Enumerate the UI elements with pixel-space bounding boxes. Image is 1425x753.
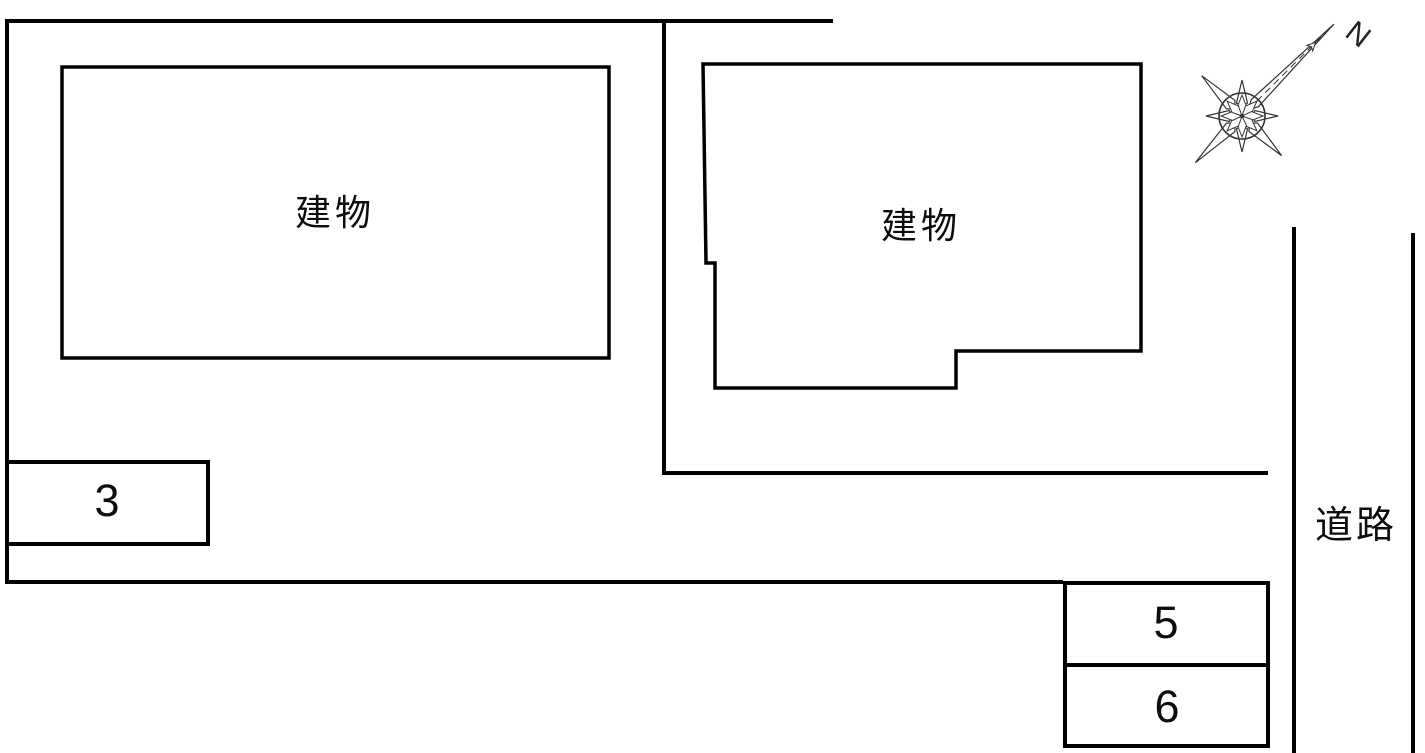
- compass-rose-icon: [1194, 23, 1335, 164]
- building-left-outline: [60, 65, 611, 360]
- building-right-label: 建物: [881, 205, 961, 246]
- lot-divider-line: [662, 21, 1268, 475]
- compass-star: [1219, 93, 1265, 139]
- compass-north-label: N: [1339, 15, 1376, 54]
- parking-space-6-outline: [1063, 663, 1270, 748]
- building-right-outline: [701, 62, 1143, 390]
- parking-space-3-outline: [5, 460, 210, 546]
- parking-space-5-label: 5: [1153, 597, 1178, 648]
- boundary-outline: [5, 19, 1063, 584]
- road-label: 道路: [1315, 505, 1397, 547]
- building-left-label: 建物: [295, 192, 375, 233]
- parking-space-6-label: 6: [1154, 681, 1179, 732]
- parking-space-3-label: 3: [94, 475, 119, 526]
- compass-circle: [1218, 92, 1266, 140]
- parking-space-5-outline: [1063, 581, 1270, 667]
